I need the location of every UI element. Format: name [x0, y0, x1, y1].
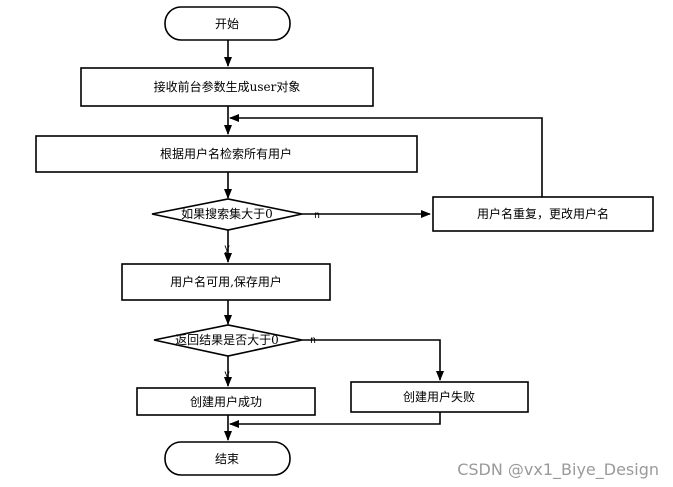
- node-check-exists: 如果搜索集大于0: [151, 198, 303, 231]
- node-duplicate-label: 用户名重复，更改用户名: [477, 206, 609, 221]
- node-end: 结束: [164, 441, 291, 476]
- node-success: 创建用户成功: [136, 387, 316, 416]
- node-failure: 创建用户失败: [350, 381, 529, 413]
- edge-label-result-yes: y: [224, 369, 230, 380]
- node-start: 开始: [164, 6, 291, 41]
- node-end-label: 结束: [215, 452, 239, 466]
- node-check-exists-label: 如果搜索集大于0: [181, 206, 273, 221]
- node-query-label: 根据用户名检索所有用户: [160, 146, 292, 161]
- arrow-duplicate-loop: [229, 114, 543, 197]
- node-failure-label: 创建用户失败: [403, 389, 475, 404]
- node-duplicate: 用户名重复，更改用户名: [432, 196, 654, 232]
- node-available-label: 用户名可用,保存用户: [170, 274, 282, 289]
- node-query: 根据用户名检索所有用户: [35, 135, 418, 173]
- connectors: [224, 40, 543, 441]
- node-receive-label: 接收前台参数生成user对象: [154, 79, 301, 94]
- edge-label-exists-no: n: [314, 210, 320, 221]
- edge-label-exists-yes: y: [224, 243, 230, 254]
- arrow-failure-merge: [229, 412, 441, 428]
- node-check-result: 返回结果是否大于0: [153, 324, 303, 357]
- watermark: CSDN @vx1_Biye_Design: [457, 460, 659, 479]
- arrow-result-no-failure: [302, 339, 444, 381]
- node-available: 用户名可用,保存用户: [121, 263, 331, 301]
- edge-label-result-no: n: [310, 335, 316, 346]
- node-receive: 接收前台参数生成user对象: [80, 67, 374, 107]
- node-success-label: 创建用户成功: [190, 394, 262, 409]
- node-start-label: 开始: [215, 17, 239, 31]
- node-check-result-label: 返回结果是否大于0: [175, 333, 279, 347]
